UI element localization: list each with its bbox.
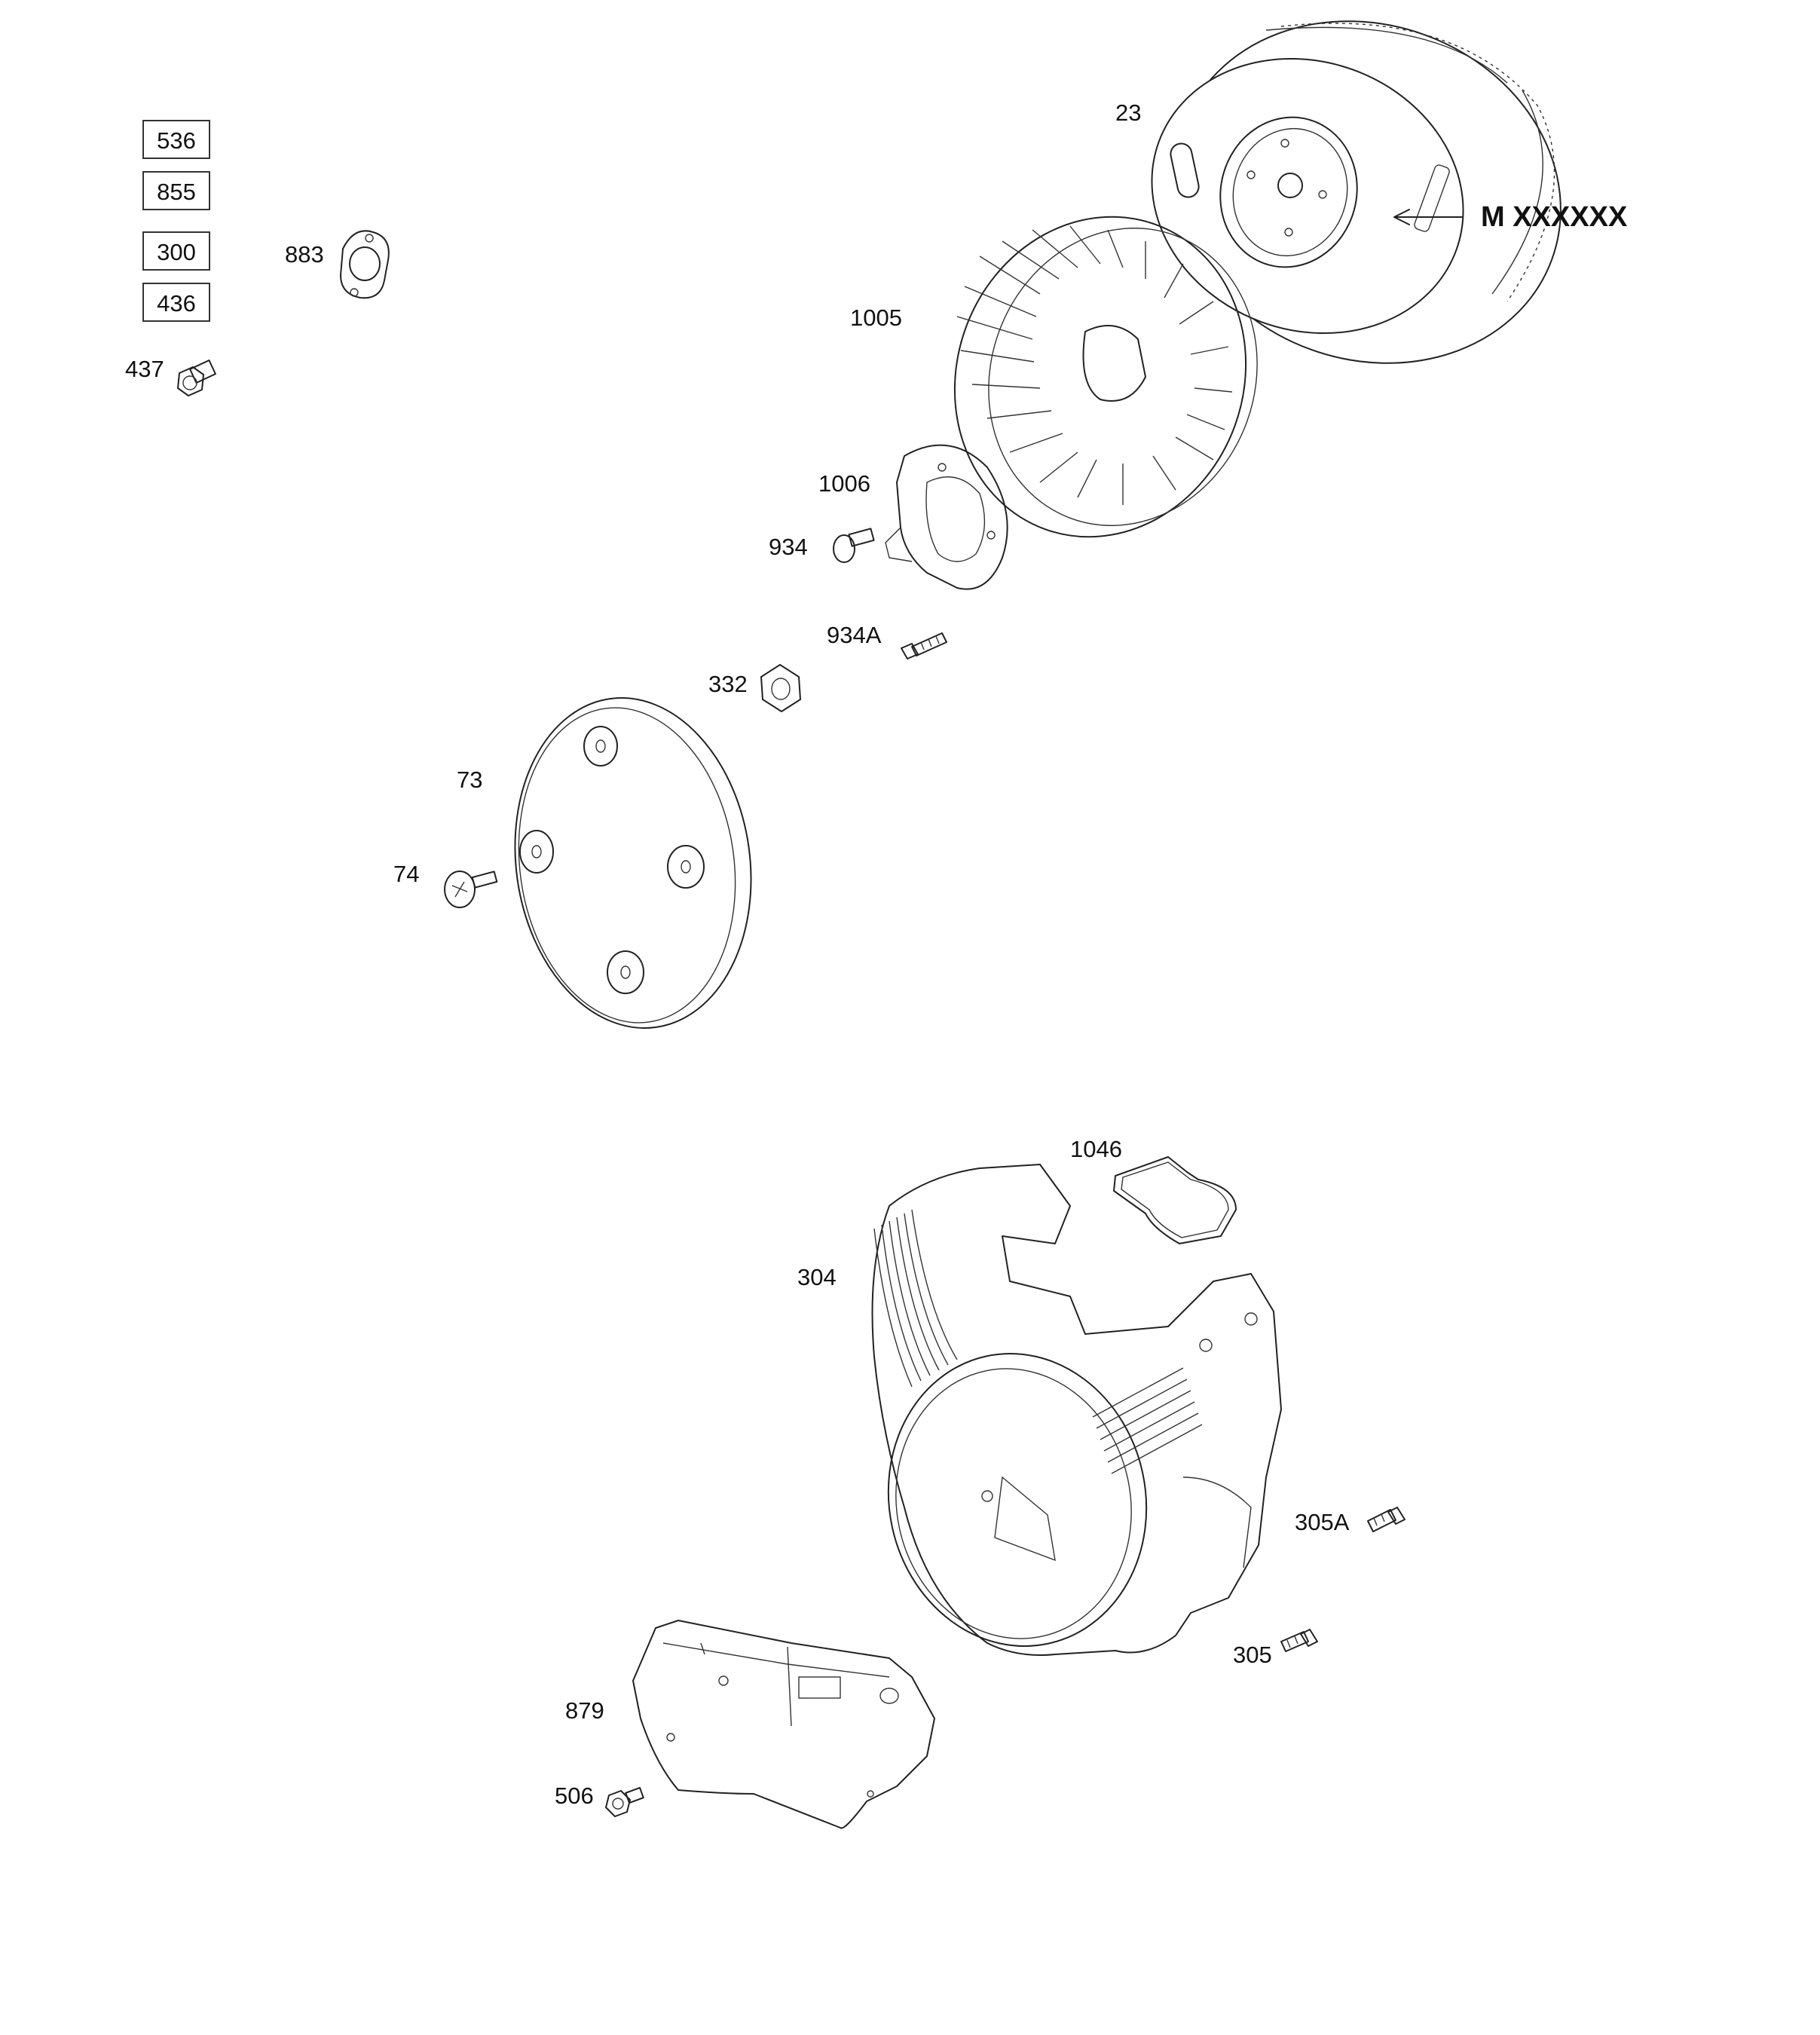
nut-332-drawing[interactable]	[760, 664, 801, 712]
part-label-305: 305	[1233, 1642, 1272, 1668]
part-label-23: 23	[1115, 99, 1141, 126]
blower-housing-304-drawing[interactable]	[861, 1164, 1282, 1670]
pad-1046-drawing[interactable]	[1113, 1156, 1237, 1244]
screw-305-drawing[interactable]	[1280, 1629, 1318, 1652]
gasket-883-drawing[interactable]	[340, 230, 390, 299]
screw-934A-drawing[interactable]	[901, 632, 947, 659]
part-label-437: 437	[125, 356, 164, 382]
part-label-73: 73	[457, 767, 482, 793]
boxed-part-label: 436	[157, 290, 196, 317]
shield-879-drawing[interactable]	[632, 1620, 935, 1829]
part-label-934A: 934A	[827, 622, 882, 648]
plate-1006-drawing[interactable]	[885, 444, 1008, 590]
part-label-1046: 1046	[1070, 1136, 1122, 1162]
boxed-part-label: 300	[157, 239, 196, 265]
screw-305A-drawing[interactable]	[1367, 1507, 1406, 1532]
flywheel-23-drawing[interactable]	[1113, 0, 1609, 417]
boxed-part-436[interactable]: 436	[142, 283, 210, 322]
part-label-332: 332	[708, 671, 748, 697]
part-label-305A: 305A	[1295, 1509, 1350, 1535]
screw-437-drawing[interactable]	[177, 360, 216, 396]
model-number-label: M XXXXXX	[1481, 201, 1628, 233]
boxed-part-300[interactable]: 300	[142, 231, 210, 271]
screen-73-drawing[interactable]	[494, 683, 772, 1044]
boxed-part-855[interactable]: 855	[142, 171, 210, 210]
part-label-304: 304	[797, 1264, 837, 1290]
screw-506-drawing[interactable]	[605, 1787, 644, 1817]
model-callout: M XXXXXX	[1393, 201, 1628, 233]
part-label-883: 883	[285, 241, 324, 268]
part-label-934: 934	[769, 534, 808, 560]
fan-1005-drawing[interactable]	[910, 176, 1298, 578]
part-label-506: 506	[555, 1783, 594, 1809]
boxed-part-label: 536	[157, 127, 196, 154]
boxed-part-536[interactable]: 536	[142, 120, 210, 159]
part-label-879: 879	[565, 1697, 604, 1724]
part-label-1005: 1005	[850, 304, 902, 331]
part-label-74: 74	[393, 861, 419, 887]
boxed-part-label: 855	[157, 179, 196, 205]
screw-74-drawing[interactable]	[444, 871, 498, 908]
part-label-1006: 1006	[818, 470, 870, 497]
screw-934-drawing[interactable]	[833, 528, 875, 563]
